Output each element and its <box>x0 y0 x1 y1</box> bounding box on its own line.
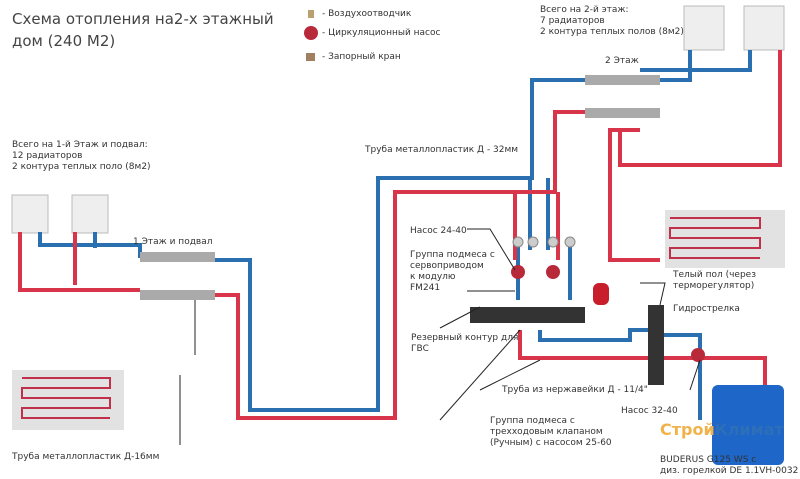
floor-heating-panel-1 <box>12 370 124 430</box>
watermark-logo: СтройКлимат <box>660 420 784 439</box>
distribution-header <box>470 307 585 323</box>
legend-pump: - Циркуляционный насос <box>322 28 441 38</box>
label-line: трехходовым клапаном <box>490 427 603 437</box>
return-pipes <box>38 50 752 420</box>
pump-icon <box>511 265 705 362</box>
label-line: Резервный контур для <box>411 333 519 343</box>
callout-lines <box>179 228 701 445</box>
boiler <box>712 385 784 465</box>
title-line: Схема отопления на2-х этажный <box>12 10 274 28</box>
manifold-floor1-supply <box>140 290 215 300</box>
hydraulic-separator-label: Гидрострелка <box>673 304 740 314</box>
page-title: Схема отопления на2-х этажный дом (240 М2… <box>12 8 274 52</box>
pump-3240-label: Насос 32-40 <box>621 406 678 416</box>
floor1-summary: Всего на 1-й Этаж и подвал: 12 радиаторо… <box>12 140 151 173</box>
pipe-32-label: Труба металлопластик Д - 32мм <box>365 145 519 155</box>
hydraulic-separator <box>648 305 664 385</box>
summary-line: 2 контура теплых поло (8м2) <box>12 162 151 172</box>
servo-group-label: Группа подмеса с сервоприводом к модулю … <box>410 250 495 294</box>
expansion-tank <box>593 283 609 305</box>
floor1-manifold-label: 1 Этаж и подвал <box>133 237 213 247</box>
label-line: сервоприводом <box>410 261 484 271</box>
label-line: к модулю <box>410 272 456 282</box>
summary-line: Всего на 2-й этаж: <box>540 5 629 15</box>
legend-valve: - Запорный кран <box>322 52 401 62</box>
floor-heating-coil-2 <box>669 217 761 259</box>
air-vent-icon <box>308 10 314 18</box>
floor2-manifold-label: 2 Этаж <box>605 56 639 66</box>
warm-floor-label: Телый пол (через терморегулятор) <box>673 270 756 292</box>
label-line: FM241 <box>410 283 441 293</box>
summary-line: 12 радиаторов <box>12 151 83 161</box>
summary-line: Всего на 1-й Этаж и подвал: <box>12 140 148 150</box>
manifold-floor1-return <box>140 252 215 262</box>
pump-2440-label: Насос 24-40 <box>410 226 467 236</box>
logo-part: Климат <box>714 420 784 439</box>
circulation-pump-icon <box>304 26 318 40</box>
label-line: BUDERUS G125 WS с <box>660 455 757 465</box>
legend-air-vent: - Воздухоотводчик <box>322 9 412 19</box>
steel-pipe-label: Труба из нержавейки Д - 11/4" <box>502 385 648 395</box>
shutoff-valve-icon <box>306 53 315 61</box>
label-line: диз. горелкой DE 1.1VH-0032 <box>660 466 799 476</box>
supply-pipes <box>18 50 782 420</box>
gauge-icon <box>512 236 576 248</box>
reserve-circuit-label: Резервный контур для ГВС <box>411 333 518 355</box>
label-line: Телый пол (через <box>673 270 757 280</box>
label-line: (Ручным) с насосом 25-60 <box>490 438 612 448</box>
summary-line: 2 контура теплых полов (8м2) <box>540 27 684 37</box>
floor2-summary: Всего на 2-й этаж: 7 радиаторов 2 контур… <box>540 5 684 38</box>
label-line: ГВС <box>411 344 429 354</box>
label-line: Группа подмеса с <box>490 416 575 426</box>
manifold-floor2-return <box>585 75 660 85</box>
label-line: Группа подмеса с <box>410 250 495 260</box>
floor-heating-coil-1 <box>21 377 111 419</box>
pipe-16-label: Труба металлопластик Д-16мм <box>12 452 160 462</box>
logo-part: Строй <box>660 420 715 439</box>
summary-line: 7 радиаторов <box>540 16 605 26</box>
title-line: дом (240 М2) <box>12 32 116 50</box>
manifold-floor2-supply <box>585 108 660 118</box>
label-line: терморегулятор) <box>673 281 755 291</box>
boiler-label: BUDERUS G125 WS с диз. горелкой DE 1.1VH… <box>660 455 798 477</box>
three-way-group-label: Группа подмеса с трехходовым клапаном (Р… <box>490 416 612 449</box>
radiator-icon <box>11 5 785 234</box>
